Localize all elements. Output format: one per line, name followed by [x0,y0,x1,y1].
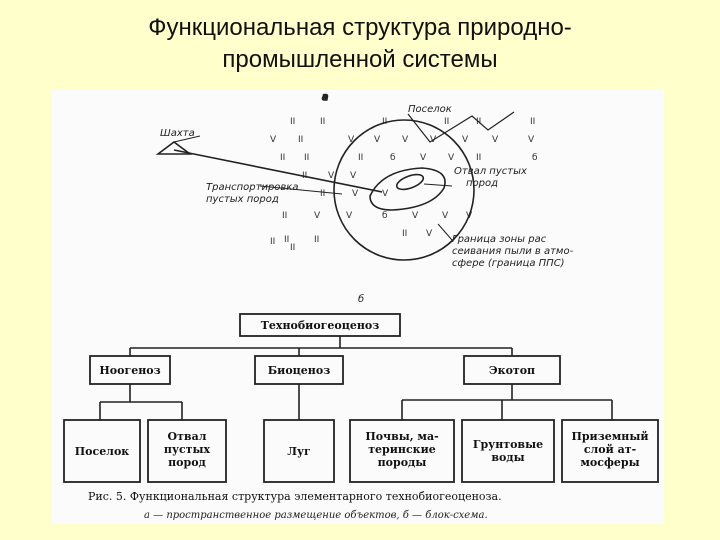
svg-text:II: II [358,153,363,163]
svg-text:V: V [528,135,535,145]
mine-leader [173,135,201,143]
rock-dump-outline [369,167,446,211]
svg-text:V: V [374,135,381,145]
settlement-leader [407,111,515,143]
slide-title: Функциональная структура природно- промы… [60,12,660,76]
svg-text:II: II [320,189,325,199]
leaf-dump-3: пород [168,456,206,469]
svg-text:V: V [346,211,353,221]
caption-line-1: Рис. 5. Функциональная структура элемент… [88,490,502,503]
leaf-dump-2: пустых [164,443,211,456]
svg-text:V: V [448,153,455,163]
svg-text:V: V [420,153,427,163]
svg-text:II: II [476,153,481,163]
svg-text:V: V [462,135,469,145]
svg-text:II: II [314,235,319,245]
box-atmosphere [561,419,659,483]
leaf-soil-1: Почвы, ма- [365,430,438,443]
leaf-settlement: Поселок [75,445,130,458]
svg-text:V: V [314,211,321,221]
svg-text:II: II [444,117,449,127]
panel-b-letter: б [358,293,364,305]
leaf-air-3: мосферы [580,456,639,469]
transport-label-line-2: пустых пород [206,194,279,205]
box-rock-dump [147,419,227,483]
settlement-label: Поселок [408,104,452,115]
svg-text:V: V [492,135,499,145]
svg-text:V: V [348,135,355,145]
dust-zone-boundary [333,119,475,261]
boundary-label-line-2: сеивания пыли в атмо- [452,246,574,257]
slide-title-line-2: промышленной системы [222,46,498,73]
svg-text:II: II [304,153,309,163]
box-meadow [263,419,335,483]
svg-text:II: II [530,117,535,127]
box-groundwater [461,419,555,483]
svg-text:V: V [426,229,433,239]
svg-text:V: V [270,135,277,145]
box-ecotope [463,355,561,385]
svg-text:II: II [298,135,303,145]
svg-text:II: II [290,243,295,253]
svg-text:б: б [390,153,396,163]
caption-line-2: а — пространственное размещение объектов… [144,510,488,521]
svg-text:V: V [442,211,449,221]
svg-text:II: II [280,153,285,163]
svg-text:V: V [352,189,359,199]
mine-icon [155,141,193,155]
svg-text:V: V [382,189,389,199]
svg-text:II: II [320,117,325,127]
leaf-soil-2: теринские [368,443,436,456]
svg-text:II: II [270,237,275,247]
transport-route [173,149,383,193]
svg-text:II: II [282,211,287,221]
leaf-water-2: воды [491,451,524,464]
svg-text:V: V [350,171,357,181]
box-noocenosis [89,355,171,385]
dump-label-line-2: пород [466,178,498,189]
leaf-water-1: Грунтовые [473,438,543,451]
dump-label-line-1: Отвал пустых [454,166,527,177]
panel-a-letter: а [322,92,328,103]
connectors [99,336,613,420]
svg-text:II: II [284,235,289,245]
leaf-air-1: Приземный [571,430,648,443]
level2-label-1: Ноогеноз [99,364,160,377]
svg-text:II: II [402,229,407,239]
level2-label-3: Экотоп [489,364,535,377]
level2-label-2: Биоценоз [268,364,330,377]
box-settlement [63,419,141,483]
box-root [239,313,401,337]
mine-label: Шахта [160,128,195,139]
box-biocenosis [254,355,344,385]
transport-label-line-1: Транспортировка [206,182,298,193]
root-label: Технобиогеоценоз [261,319,380,332]
svg-text:V: V [402,135,409,145]
panel-b-diagram: б [63,293,659,483]
transport-leader [259,185,343,195]
boxes [63,313,659,483]
dump-leader [423,183,453,187]
svg-text:V: V [412,211,419,221]
boundary-leader [437,223,453,241]
svg-text:II: II [290,117,295,127]
svg-text:б: б [382,211,388,221]
rock-dump-core [395,173,425,191]
figure-caption: Рис. 5. Функциональная структура элемент… [88,490,502,521]
leaf-dump-1: Отвал [168,430,207,443]
leaf-air-2: слой ат- [584,443,636,456]
box-soils [349,419,455,483]
svg-text:V: V [328,171,335,181]
leaf-soil-3: породы [378,456,427,469]
boundary-label-line-1: Граница зоны рас [452,234,547,245]
svg-text:б: б [532,153,538,163]
slide-title-line-1: Функциональная структура природно- [148,14,572,41]
leaf-meadow: Луг [287,445,311,458]
boundary-label-line-3: сфере (граница ППС) [452,258,565,269]
